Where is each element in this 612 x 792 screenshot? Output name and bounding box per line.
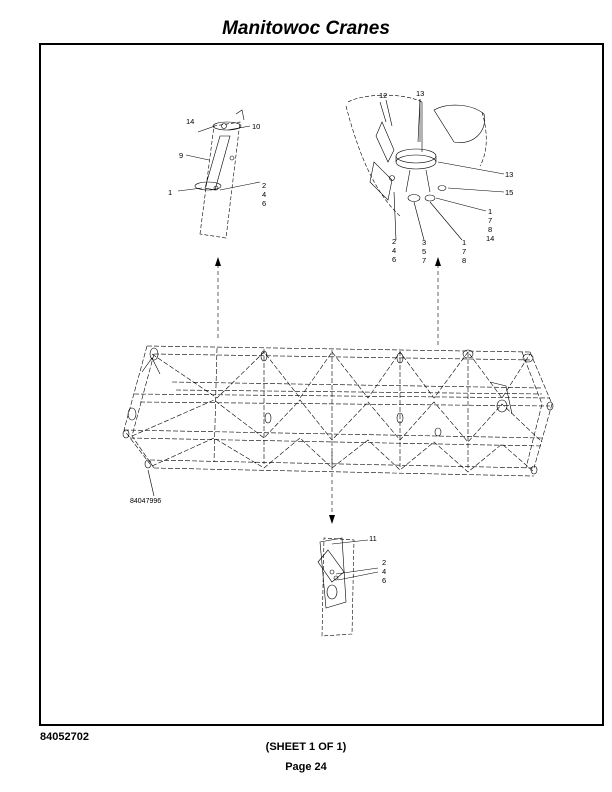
callout-label: 6 — [262, 199, 266, 208]
callout-label: 8 — [488, 225, 492, 234]
page-number: Page 24 — [285, 761, 327, 773]
callout-label: 11 — [369, 534, 377, 543]
callout-label: 7 — [488, 216, 492, 225]
callout-label: 5 — [422, 247, 426, 256]
callout-label: 13 — [416, 89, 424, 98]
callout-label: 14 — [186, 117, 194, 126]
callout-label: 6 — [382, 576, 386, 585]
callout-label: 4 — [392, 246, 396, 255]
callout-label: 6 — [392, 255, 396, 264]
callout-label: 2 — [262, 181, 266, 190]
boom-fittings — [122, 347, 554, 475]
parts-diagram: 14 10 9 1 2 4 6 12 13 13 15 1 7 8 14 2 4… — [122, 89, 554, 637]
drawing-frame: 14 10 9 1 2 4 6 12 13 13 15 1 7 8 14 2 4… — [39, 43, 604, 726]
callout-label: 15 — [505, 188, 513, 197]
page-title: Manitowoc Cranes — [222, 18, 390, 39]
callout-label: 9 — [179, 151, 183, 160]
callout-label: 1 — [462, 238, 466, 247]
callout-label: 3 — [422, 238, 426, 247]
sheet-indicator: (SHEET 1 OF 1) — [265, 741, 347, 753]
callout-label: 2 — [392, 237, 396, 246]
callout-label: 14 — [486, 234, 494, 243]
callout-label: 1 — [488, 207, 492, 216]
callout-label: 13 — [505, 170, 513, 179]
document-number: 84052702 — [40, 731, 89, 743]
callout-label: 4 — [382, 567, 386, 576]
callout-label: 8 — [462, 256, 466, 265]
callout-label: 2 — [382, 558, 386, 567]
callout-label: 7 — [422, 256, 426, 265]
callout-label: 7 — [462, 247, 466, 256]
detail-bottom — [317, 537, 379, 637]
detail-top-right — [345, 94, 505, 241]
callout-label: 1 — [168, 188, 172, 197]
callout-label: 10 — [252, 122, 260, 131]
leader-arrows — [217, 264, 439, 517]
detail-top-left — [177, 109, 261, 239]
callout-label: 12 — [379, 91, 387, 100]
assembly-number: 84047996 — [130, 498, 161, 505]
boom-section — [123, 345, 553, 477]
callout-label: 4 — [262, 190, 266, 199]
